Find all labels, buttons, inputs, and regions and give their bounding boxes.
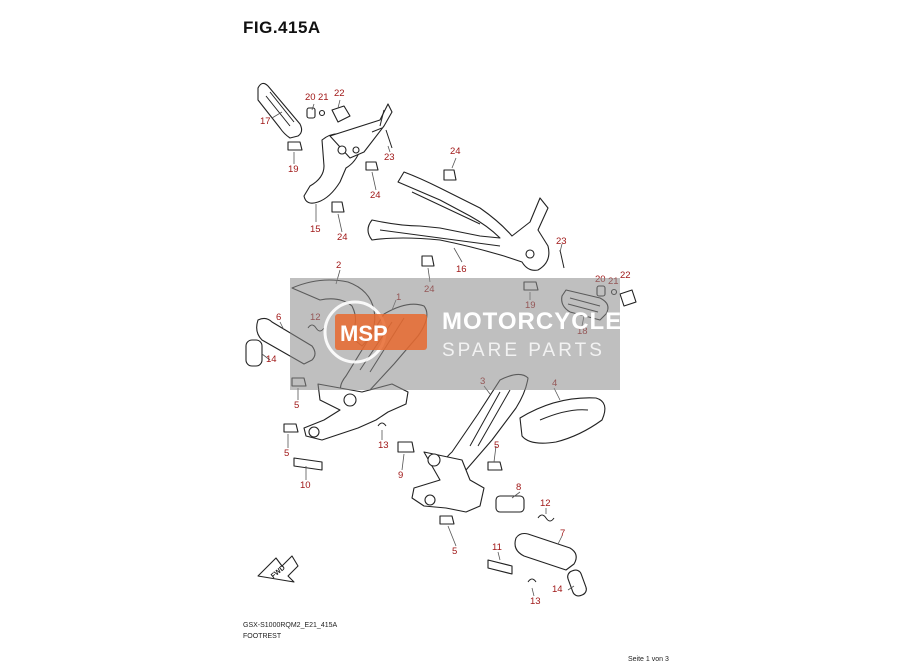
callout: 24 (337, 232, 348, 243)
callout: 7 (560, 528, 565, 539)
bolt-24c (443, 169, 457, 181)
callout-numbers: 17 20 21 22 19 15 24 23 24 24 16 23 20 2… (260, 88, 631, 607)
callout: 21 (318, 92, 329, 103)
callout: 9 (398, 470, 403, 481)
leader-lines (261, 99, 585, 597)
callout: 15 (310, 224, 321, 235)
spring-23 (385, 129, 393, 149)
callout: 20 (305, 92, 316, 103)
figure-code: GSX-S1000RQM2_E21_415A (243, 622, 338, 629)
callout: 19 (288, 164, 299, 175)
plate-22b (619, 289, 637, 307)
callout: 13 (378, 440, 389, 451)
callout: 8 (516, 482, 521, 493)
bolt-24a (365, 161, 379, 171)
callout: 24 (370, 190, 381, 201)
callout: 5 (294, 400, 299, 411)
bolt-9 (397, 441, 415, 453)
callout: 17 (260, 116, 271, 127)
callout: 10 (300, 480, 311, 491)
clip-13 (377, 422, 387, 427)
clip-13b (527, 578, 537, 583)
front-right-footrest-group (397, 373, 606, 597)
callout: 13 (530, 596, 541, 607)
watermark-line2: SPARE PARTS (442, 340, 605, 361)
heel-guard-4 (519, 397, 606, 444)
spring-8 (495, 495, 525, 513)
bolt-5d (439, 515, 455, 525)
rear-left-footrest-group (257, 82, 393, 213)
rubber-14 (245, 339, 263, 367)
watermark-logo: MSP (323, 300, 427, 364)
bolt-24b (331, 201, 345, 213)
page-indicator: Seite 1 von 3 (628, 656, 669, 663)
holder (303, 383, 409, 441)
callout: 5 (452, 546, 457, 557)
figure-name: FOOTREST (243, 633, 282, 640)
callout: 23 (384, 152, 395, 163)
bolt-5c (487, 461, 503, 471)
callout: 24 (450, 146, 461, 157)
footrest-peg-7 (514, 532, 577, 571)
plate-22 (331, 105, 351, 123)
washer-21 (318, 109, 326, 117)
callout: 5 (284, 448, 289, 459)
footrest-peg-17 (257, 82, 303, 139)
figure-title: FIG.415A (243, 18, 321, 37)
pin-10 (293, 457, 323, 471)
callout: 14 (552, 584, 563, 595)
callout: 22 (620, 270, 631, 281)
callout: 6 (276, 312, 281, 323)
spring-12b (537, 514, 555, 522)
pin-19 (287, 141, 303, 151)
bolt-24d (421, 255, 435, 267)
bolt-5b (283, 423, 299, 433)
pin-11 (487, 559, 513, 575)
callout: 11 (492, 542, 502, 553)
watermark: MSP MOTORCYCLE SPARE PARTS (290, 278, 622, 390)
rubber-14b (567, 569, 587, 597)
callout: 16 (456, 264, 467, 275)
spring-20 (306, 107, 316, 119)
callout: 23 (556, 236, 567, 247)
spring-23b (559, 249, 565, 269)
callout: 5 (494, 440, 499, 451)
fwd-arrow: FWD (257, 555, 299, 583)
watermark-logo-text: MSP (340, 321, 388, 346)
callout: 2 (336, 260, 341, 271)
callout: 12 (540, 498, 551, 509)
callout: 14 (266, 354, 277, 365)
bracket-16 (367, 171, 550, 271)
watermark-line1: MOTORCYCLE (442, 308, 622, 335)
callout: 22 (334, 88, 345, 99)
